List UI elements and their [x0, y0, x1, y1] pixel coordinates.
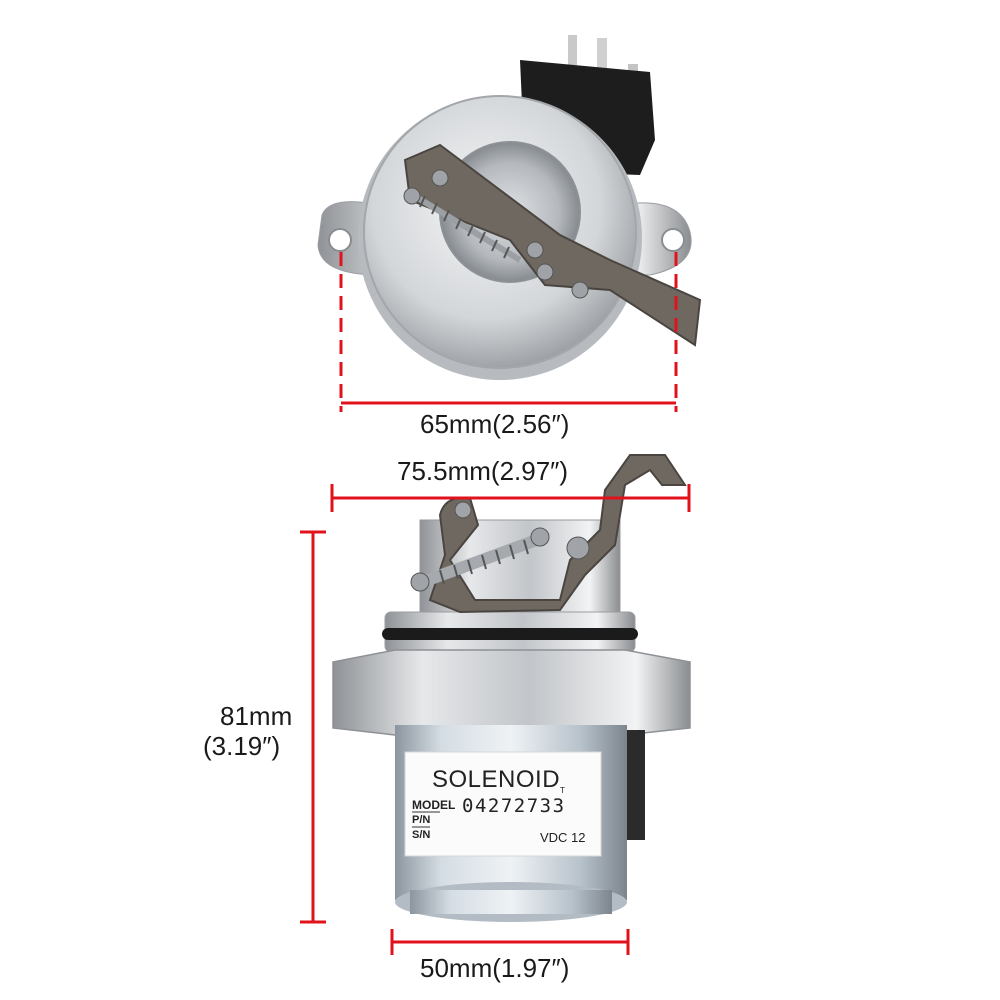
dim-height-in: (3.19″) — [203, 731, 281, 761]
label-title: SOLENOIDT — [432, 766, 565, 795]
dimension-lines — [300, 252, 691, 955]
label-pn-key: P/N — [412, 814, 431, 826]
dim-top-width: 65mm(2.56″) — [420, 409, 570, 439]
side-view — [332, 454, 691, 922]
label-sn-key: S/N — [412, 829, 431, 841]
o-ring — [382, 628, 638, 640]
side-lever — [428, 454, 687, 614]
mount-hole-right — [661, 228, 685, 252]
trademark-mark: T — [560, 785, 566, 795]
mount-hole-left — [328, 228, 352, 252]
label-model-value: 04272733 — [462, 795, 566, 817]
label-title-text: SOLENOID — [432, 766, 561, 793]
dim-height-mm: 81mm — [220, 701, 293, 731]
side-flange — [332, 649, 691, 736]
label-model-key: MODEL — [412, 798, 456, 812]
dim-body-width: 50mm(1.97″) — [420, 953, 570, 983]
dim-overall-width: 75.5mm(2.97″) — [397, 456, 569, 486]
top-view — [317, 35, 702, 380]
label-voltage: VDC 12 — [540, 830, 586, 845]
lever — [403, 143, 702, 347]
product-label — [404, 751, 602, 857]
side-spring — [425, 532, 545, 586]
